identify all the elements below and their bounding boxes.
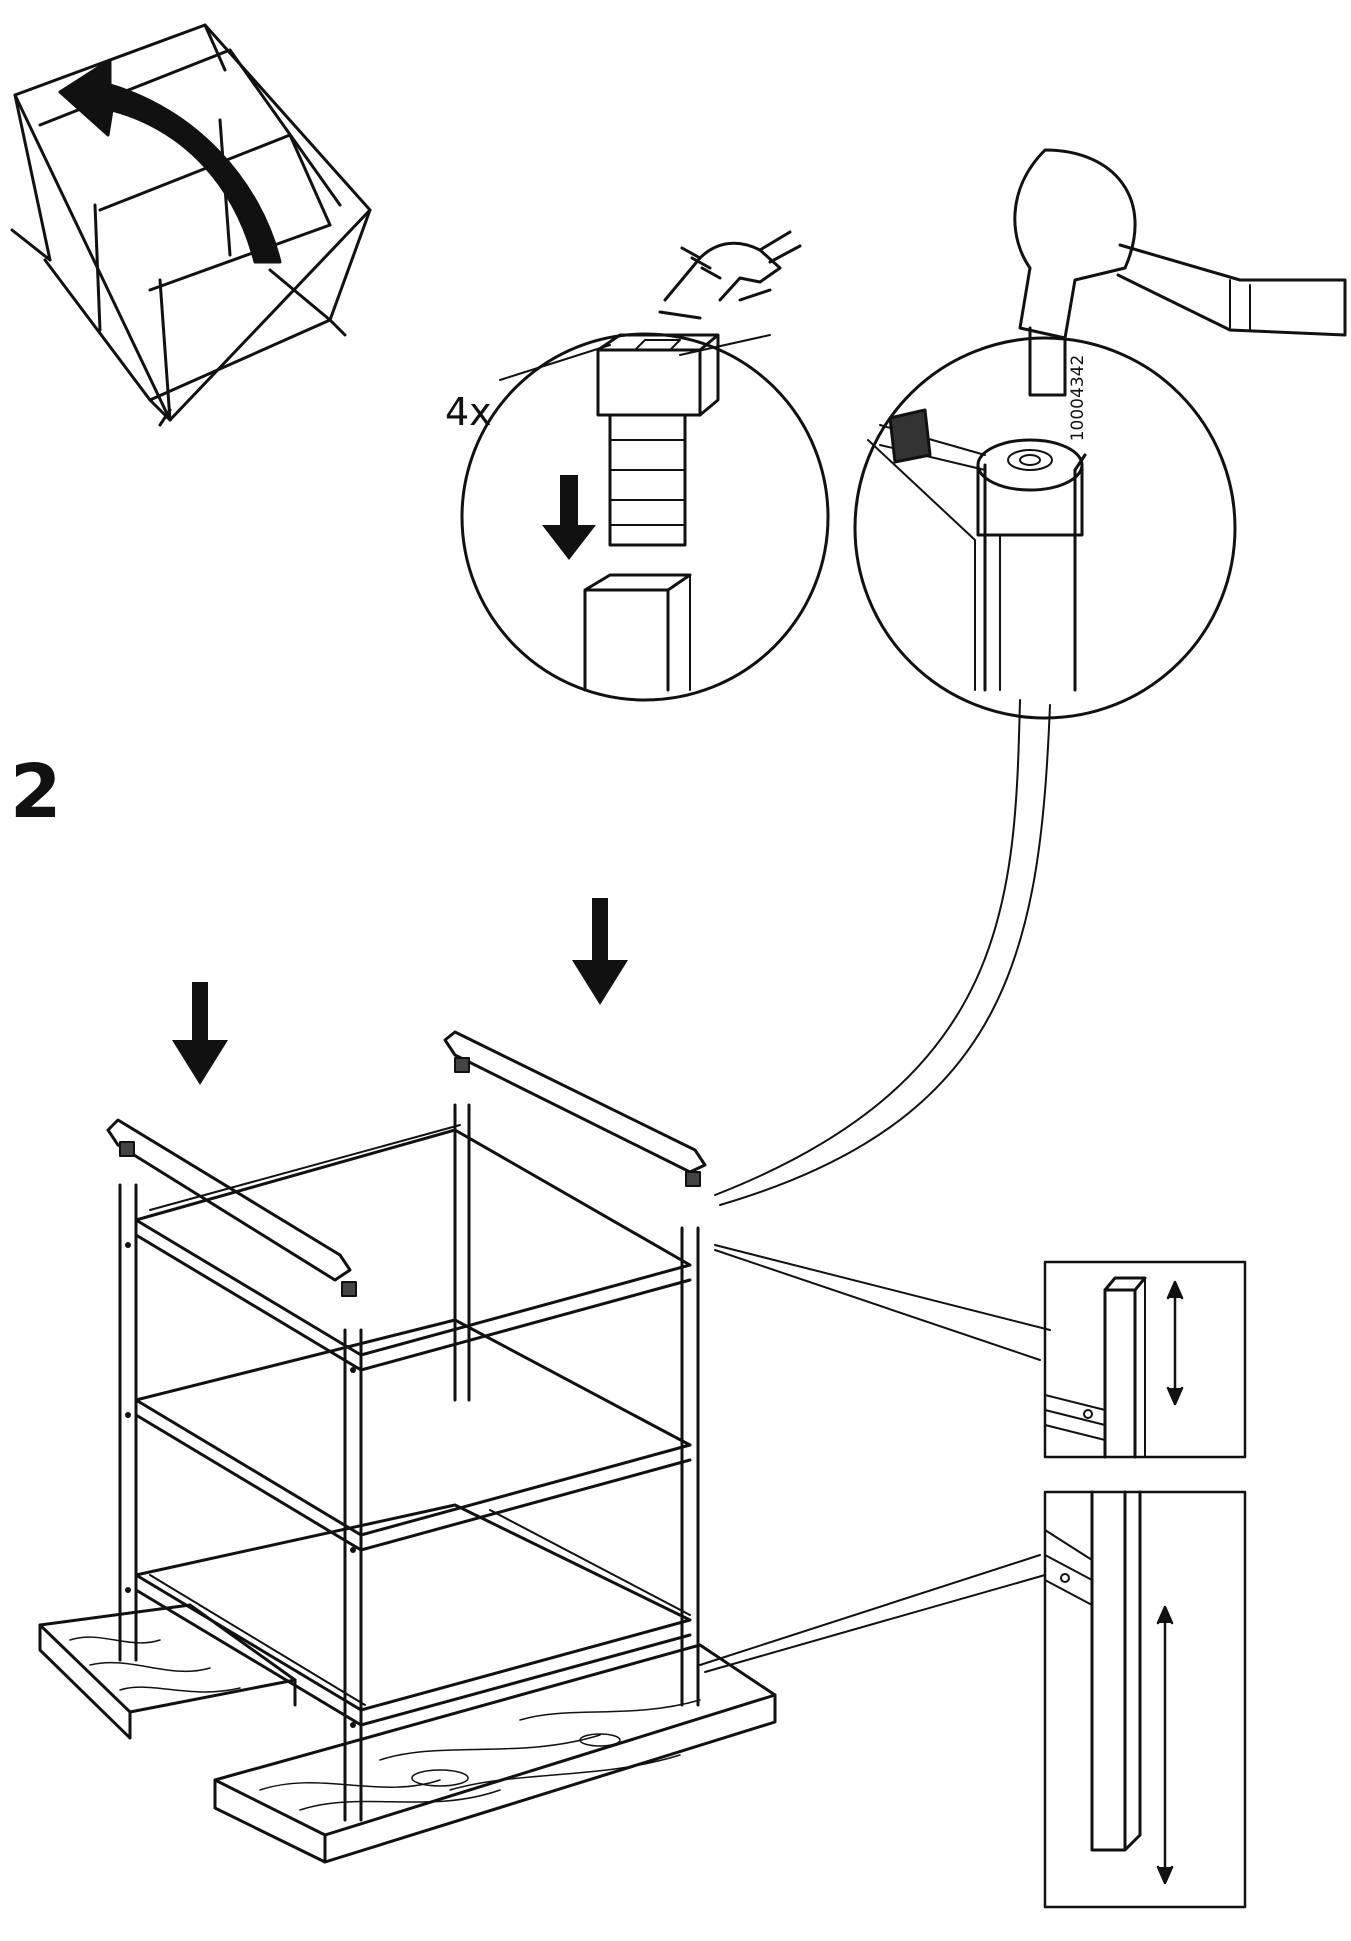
down-arrow-icon (542, 475, 596, 560)
callout-line-hammer-2 (719, 704, 1051, 1206)
down-arrow-icon (572, 898, 628, 1005)
step-number: 2 (10, 749, 62, 835)
leg-height-detail-top (1043, 1260, 1247, 1459)
press-down-hand-icon (658, 230, 802, 320)
part-number-label: 10004342 (1068, 354, 1088, 442)
quantity-label: 4x (445, 390, 492, 434)
insert-cap-detail (460, 332, 830, 702)
hammer-detail (853, 336, 1237, 720)
tilted-frame-illustration (10, 23, 372, 427)
callout-line-hammer (714, 699, 1021, 1196)
double-headed-arrow-icon (1156, 1605, 1174, 1885)
callout-line-top-detail (714, 1244, 1051, 1361)
callout-line-bottom-detail (699, 1554, 1046, 1673)
double-headed-arrow-icon (1166, 1280, 1184, 1406)
down-arrow-icon (172, 982, 228, 1085)
leg-height-detail-bottom (1043, 1490, 1247, 1909)
shelf-unit-illustration (38, 1030, 777, 1864)
rotate-frame-arrow-icon (58, 58, 282, 264)
hammer-icon (1013, 148, 1347, 397)
